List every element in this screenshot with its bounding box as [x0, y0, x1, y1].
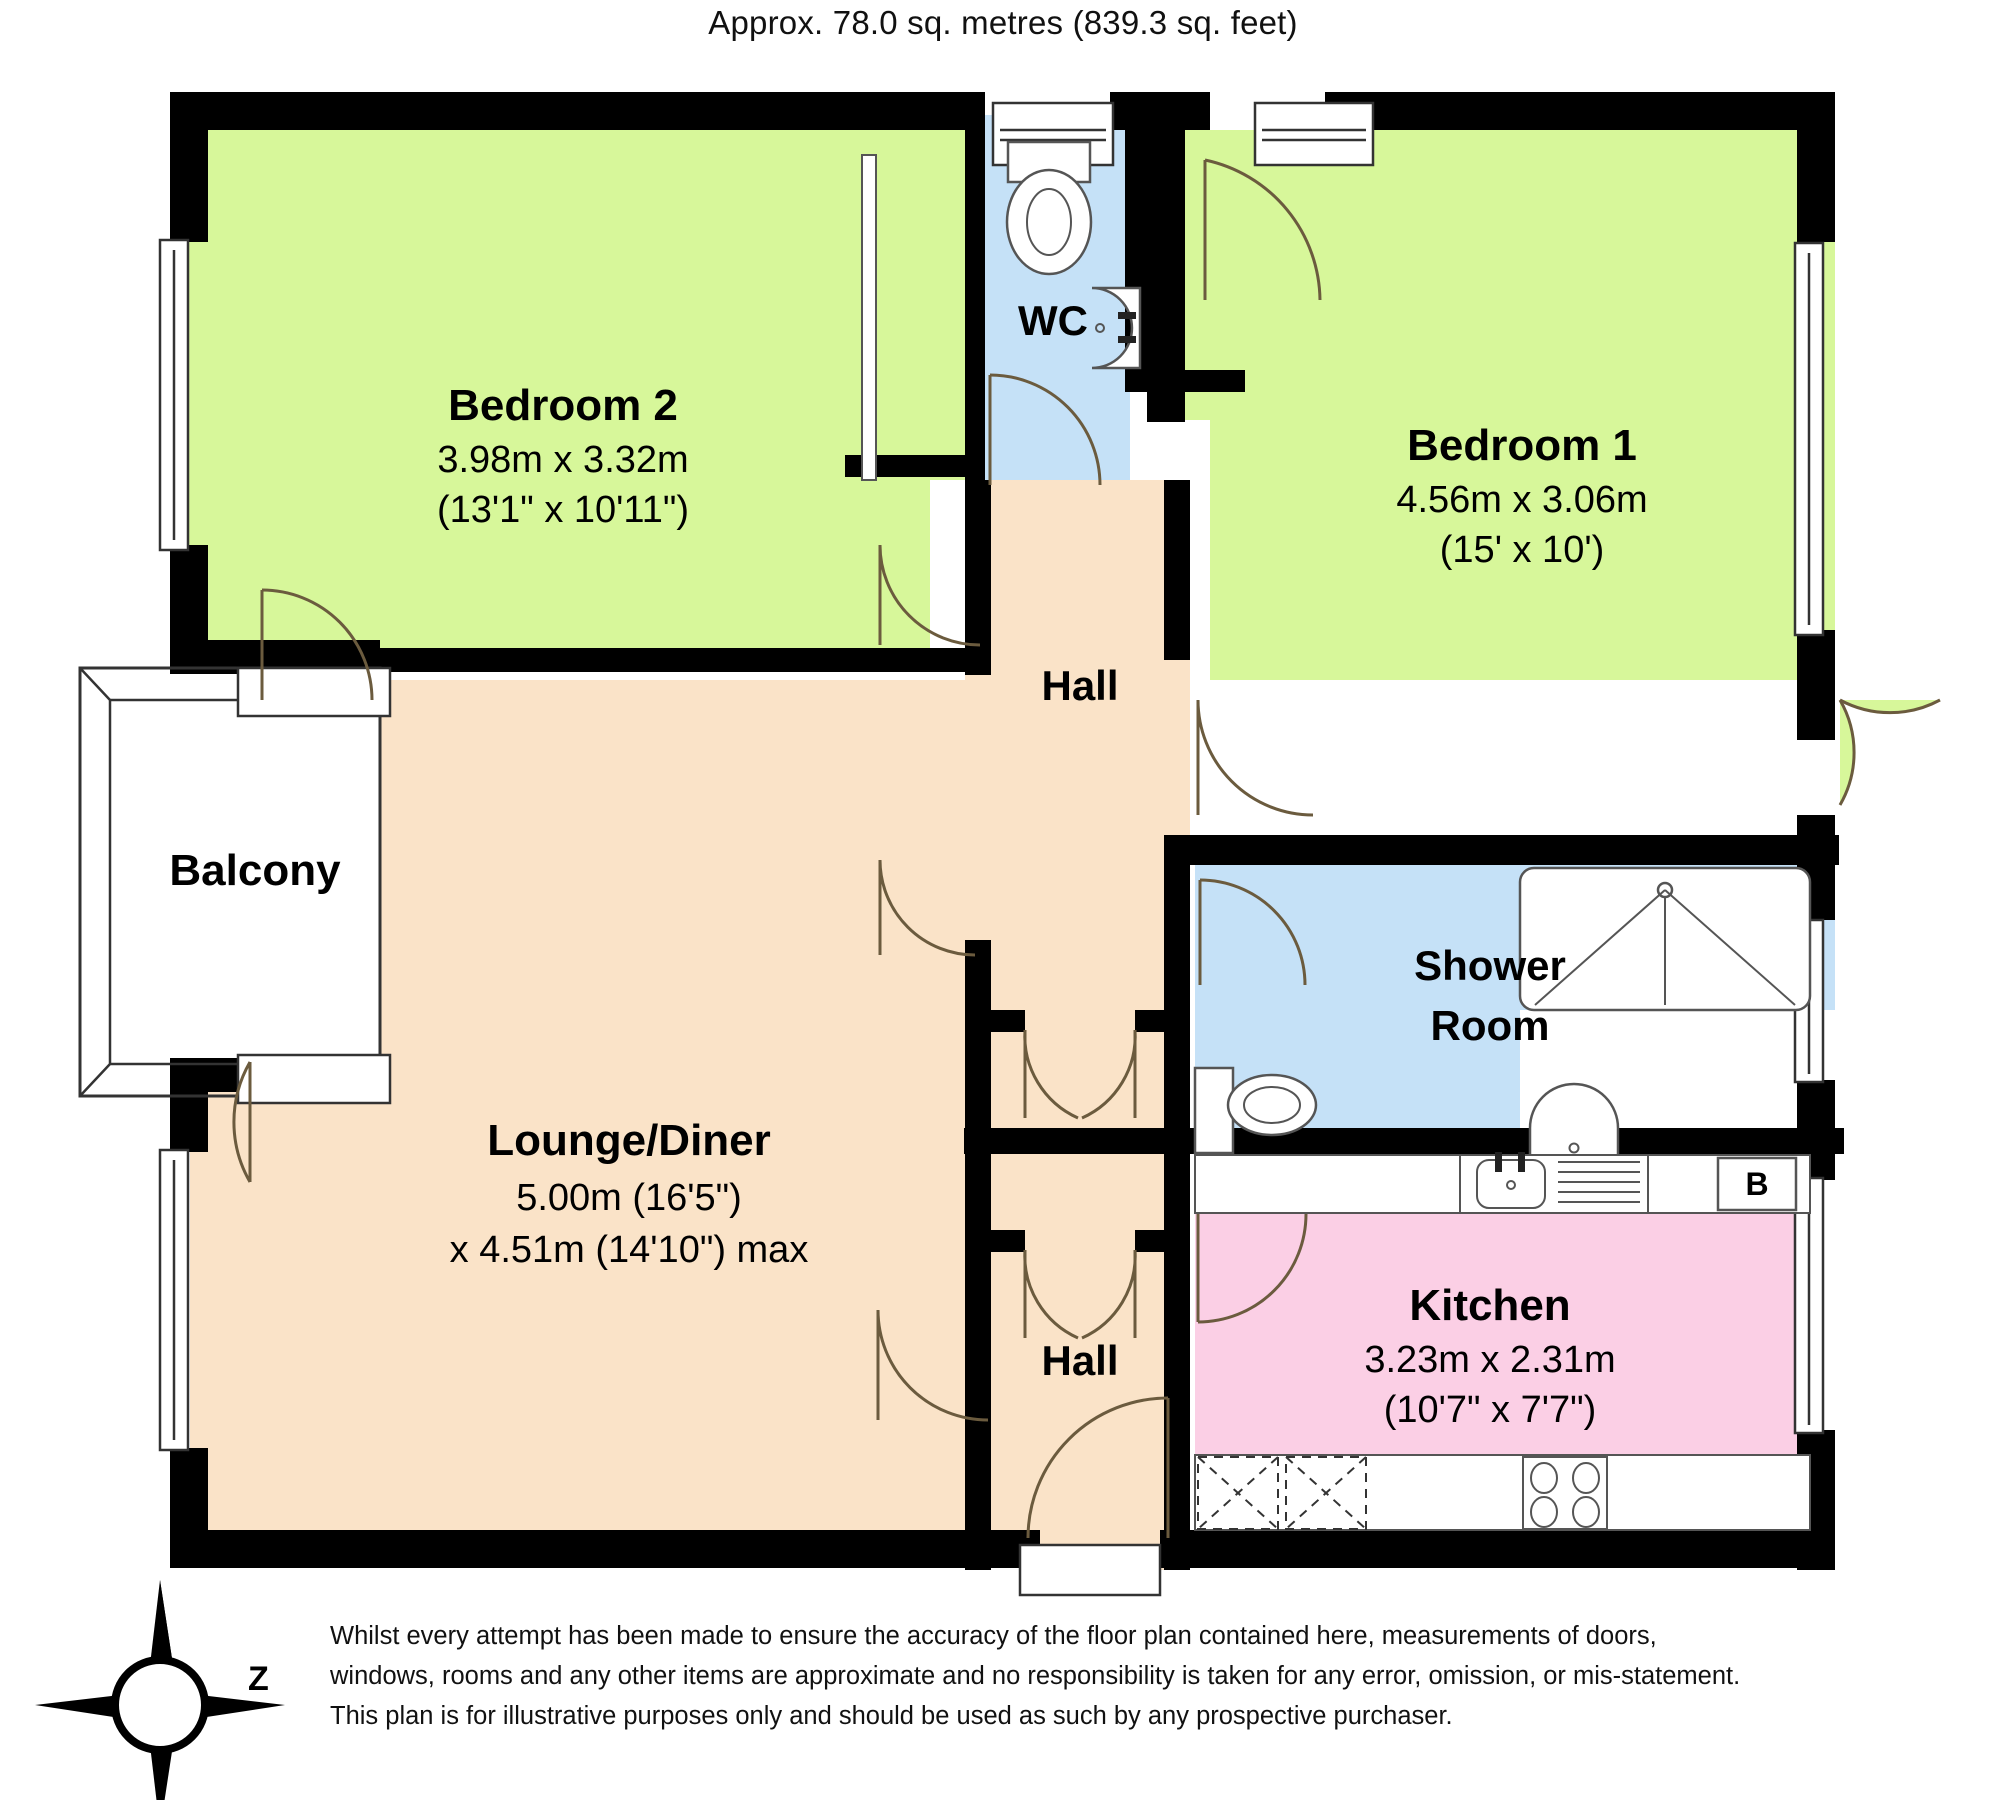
door-bedroom1-hall [1196, 699, 1314, 817]
compass-rose [35, 1580, 285, 1800]
label-bedroom1-name: Bedroom 1 [1407, 421, 1637, 470]
approx-area-text: Approx. 78.0 sq. metres (839.3 sq. feet) [708, 4, 1298, 41]
door-bedroom1 [1203, 158, 1322, 301]
door-lounge-hall-upper [878, 859, 976, 957]
wall-top-left [170, 92, 970, 130]
wall-hall-left2 [965, 940, 991, 1570]
fixture-kitchen-drainer [1558, 1161, 1640, 1203]
window-kitchen-right [1793, 1176, 1825, 1435]
label-bedroom2-imperial: (13'1" x 10'11") [437, 489, 689, 531]
door-bedroom1-external [1838, 698, 1941, 806]
label-shower-name2: Room [1431, 1002, 1550, 1049]
window-lounge-left [158, 1148, 190, 1452]
label-balcony: Balcony [169, 846, 341, 895]
wall-shower-kitchen [964, 1128, 1844, 1154]
window-bedroom2-left [158, 238, 190, 552]
fixture-bedroom2-partition [861, 154, 877, 481]
room-fill-kitchen [1195, 1210, 1810, 1455]
fixture-shower-toilet [1193, 1066, 1318, 1155]
door-kitchen [1196, 1213, 1308, 1324]
label-lounge-imperial: x 4.51m (14'10") max [450, 1229, 809, 1271]
label-wc-name: WC [1018, 297, 1088, 344]
label-lounge-metric: 5.00m (16'5") [516, 1177, 742, 1219]
label-lounge-name: Lounge/Diner [487, 1116, 771, 1165]
room-fill-balcony [80, 672, 380, 1092]
wall-wc-left [965, 92, 985, 480]
wall-bed2-bottom [355, 648, 970, 672]
door-lounge-hall-lower [876, 1309, 989, 1422]
label-shower-name: Shower [1414, 942, 1566, 989]
wall-bed1-bottom [1164, 835, 1839, 865]
door-wc [988, 373, 1102, 486]
door-bedroom2-lounge [260, 588, 374, 701]
doors [232, 158, 1941, 1539]
windows [158, 101, 1825, 1597]
compass-north-letter: Z [248, 1660, 269, 1698]
wall-hall-left [965, 480, 991, 675]
fixture-kitchen-worktop-bottom [1194, 1454, 1811, 1531]
label-hall-lower: Hall [1041, 1337, 1118, 1384]
door-balcony [232, 1061, 252, 1183]
room-fill-bedroom1 [1185, 130, 1835, 680]
room-labels: Bedroom 2 3.98m x 3.32m (13'1" x 10'11")… [169, 297, 1647, 1431]
wall-hall-right-top [1164, 480, 1190, 660]
door-hall-double-upper [1023, 1029, 1137, 1120]
label-bedroom2-name: Bedroom 2 [448, 381, 678, 430]
wall-top-right [1325, 92, 1835, 130]
boiler-label: B [1745, 1166, 1768, 1202]
disclaimer-line-1: Whilst every attempt has been made to en… [330, 1622, 1657, 1650]
fixture-boiler: B [1716, 1156, 1798, 1212]
wall-right-mid1 [1797, 630, 1835, 740]
door-shower-room [1198, 878, 1307, 986]
room-fill-bedroom2 [170, 130, 965, 670]
wall-jamb-lower-right [1135, 1230, 1175, 1252]
window-bedroom1-right [1793, 241, 1825, 637]
fixture-kitchen-sink [1476, 1152, 1546, 1209]
disclaimer-line-2: windows, rooms and any other items are a… [330, 1662, 1741, 1690]
room-fill-lounge [190, 480, 1190, 1570]
wall-bottom-left [170, 1530, 1040, 1568]
label-hall-upper: Hall [1041, 662, 1118, 709]
fixture-shower-tray [1518, 866, 1812, 1012]
wall-bed1-left [1147, 92, 1185, 422]
window-bedroom1-top [1253, 101, 1375, 167]
wall-right-top [1797, 92, 1835, 242]
door-hall-double-lower [1023, 1249, 1137, 1340]
door-bedroom2-hall [878, 544, 981, 647]
wall-left-top [170, 92, 208, 242]
disclaimer-text: Whilst every attempt has been made to en… [330, 1616, 1800, 1736]
label-kitchen-imperial: (10'7" x 7'7") [1384, 1389, 1597, 1431]
label-bedroom2-metric: 3.98m x 3.32m [437, 439, 688, 481]
wall-jamb-upper-left [985, 1010, 1025, 1032]
fixture-wc-basin [1091, 286, 1142, 370]
fixture-wc-toilet [1005, 140, 1093, 276]
fixtures: B [861, 140, 1812, 1531]
disclaimer-line-3: This plan is for illustrative purposes o… [330, 1702, 1453, 1730]
wall-jamb-upper-right [1135, 1010, 1175, 1032]
label-bedroom1-metric: 4.56m x 3.06m [1396, 479, 1647, 521]
label-kitchen-name: Kitchen [1409, 1281, 1570, 1330]
label-kitchen-metric: 3.23m x 2.31m [1364, 1339, 1615, 1381]
wall-jamb-lower-left [985, 1230, 1025, 1252]
wall-bottom-right [1160, 1530, 1835, 1568]
window-entrance-frame [1018, 1543, 1162, 1597]
area-header: Approx. 78.0 sq. metres (839.3 sq. feet) [0, 4, 2006, 42]
door-entrance [1026, 1396, 1170, 1539]
label-bedroom1-imperial: (15' x 10') [1440, 529, 1604, 571]
